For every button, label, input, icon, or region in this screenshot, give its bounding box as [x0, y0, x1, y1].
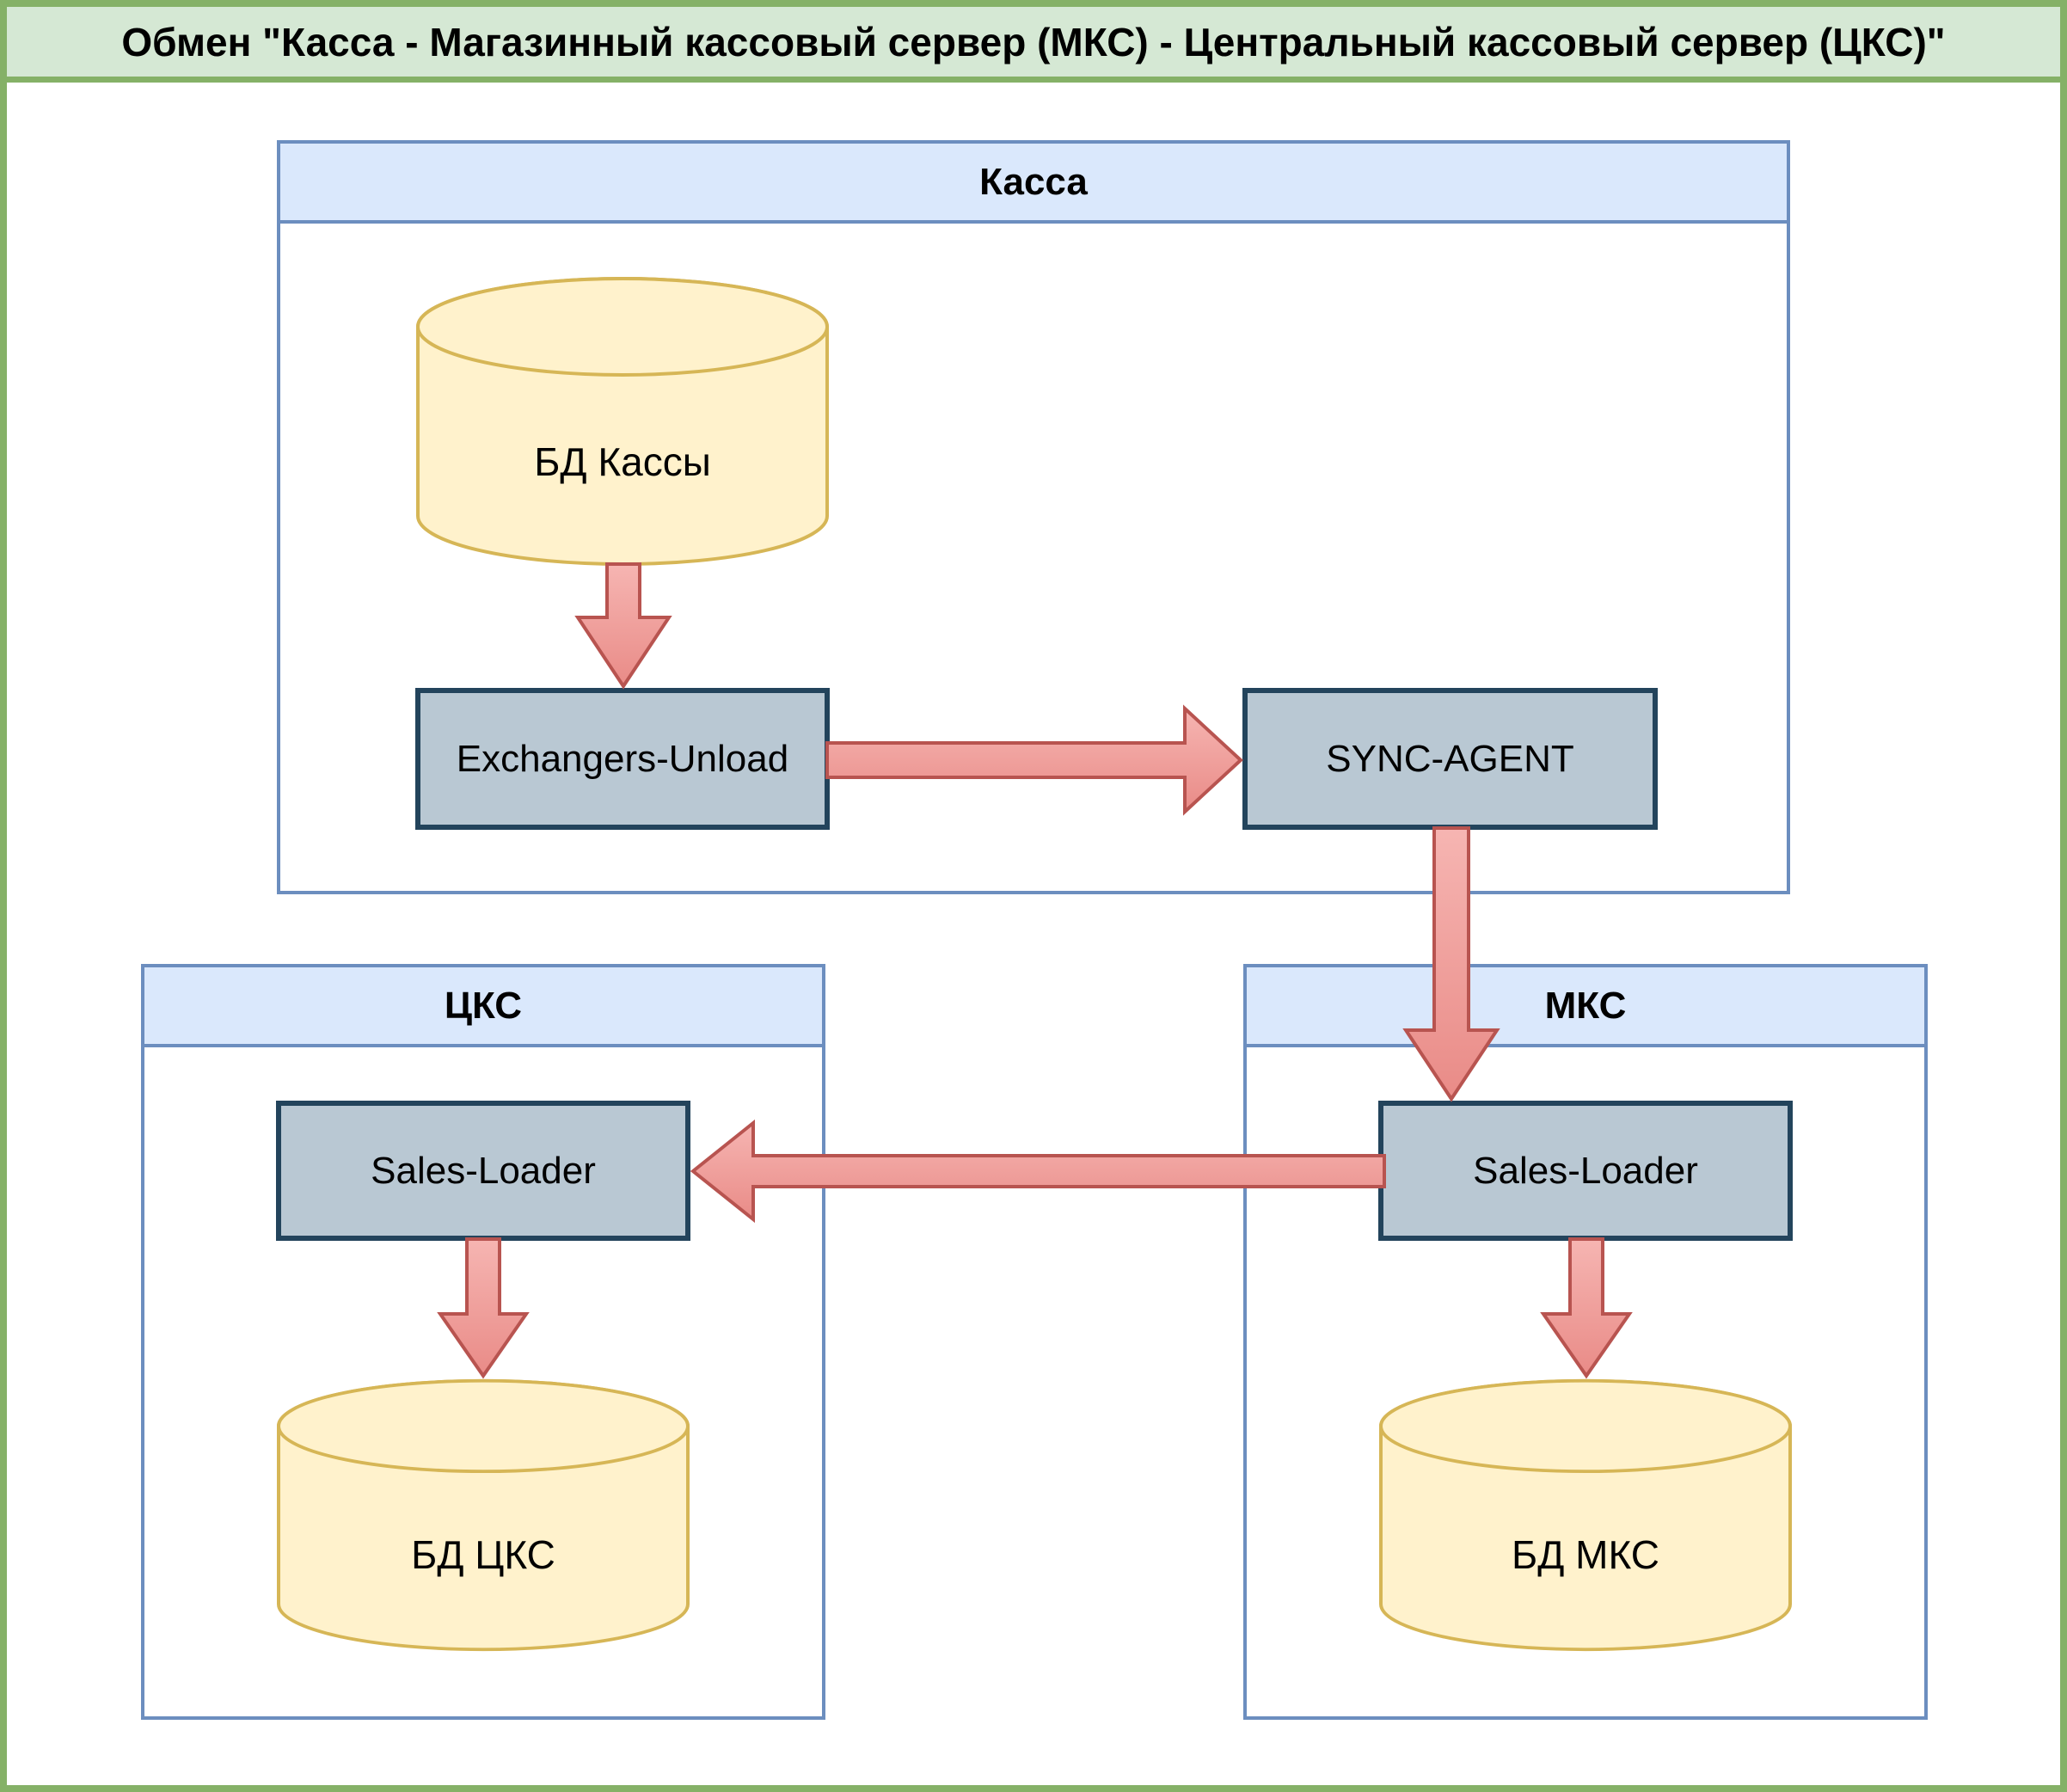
database-bd-cks: БД ЦКС	[276, 1378, 690, 1653]
container-cks-label: ЦКС	[444, 984, 523, 1027]
database-bd-mks-label: БД МКС	[1512, 1532, 1659, 1578]
process-sync-agent: SYNC-AGENT	[1242, 688, 1658, 830]
database-bd-kassy: БД Кассы	[415, 275, 830, 568]
process-sales-loader-cks: Sales-Loader	[276, 1101, 690, 1241]
process-sales-loader-mks-label: Sales-Loader	[1473, 1149, 1698, 1192]
diagram-title: Обмен "Касса - Магазинный кассовый серве…	[7, 7, 2060, 83]
process-exchangers-unload-label: Exchangers-Unload	[456, 737, 789, 780]
container-mks-header: МКС	[1247, 967, 1924, 1047]
database-cylinder-icon	[1379, 1378, 1792, 1652]
database-bd-kassy-label: БД Кассы	[534, 439, 711, 485]
container-mks-label: МКС	[1544, 984, 1627, 1027]
process-sales-loader-cks-label: Sales-Loader	[371, 1149, 596, 1192]
database-bd-cks-label: БД ЦКС	[411, 1532, 555, 1578]
database-bd-mks: БД МКС	[1378, 1378, 1793, 1653]
container-kassa-header: Касса	[280, 144, 1787, 224]
database-cylinder-icon	[277, 1378, 690, 1652]
container-cks-header: ЦКС	[144, 967, 822, 1047]
process-sync-agent-label: SYNC-AGENT	[1326, 737, 1574, 780]
process-sales-loader-mks: Sales-Loader	[1378, 1101, 1793, 1241]
process-exchangers-unload: Exchangers-Unload	[415, 688, 830, 830]
database-cylinder-icon	[416, 277, 829, 566]
container-kassa-label: Касса	[979, 160, 1088, 203]
